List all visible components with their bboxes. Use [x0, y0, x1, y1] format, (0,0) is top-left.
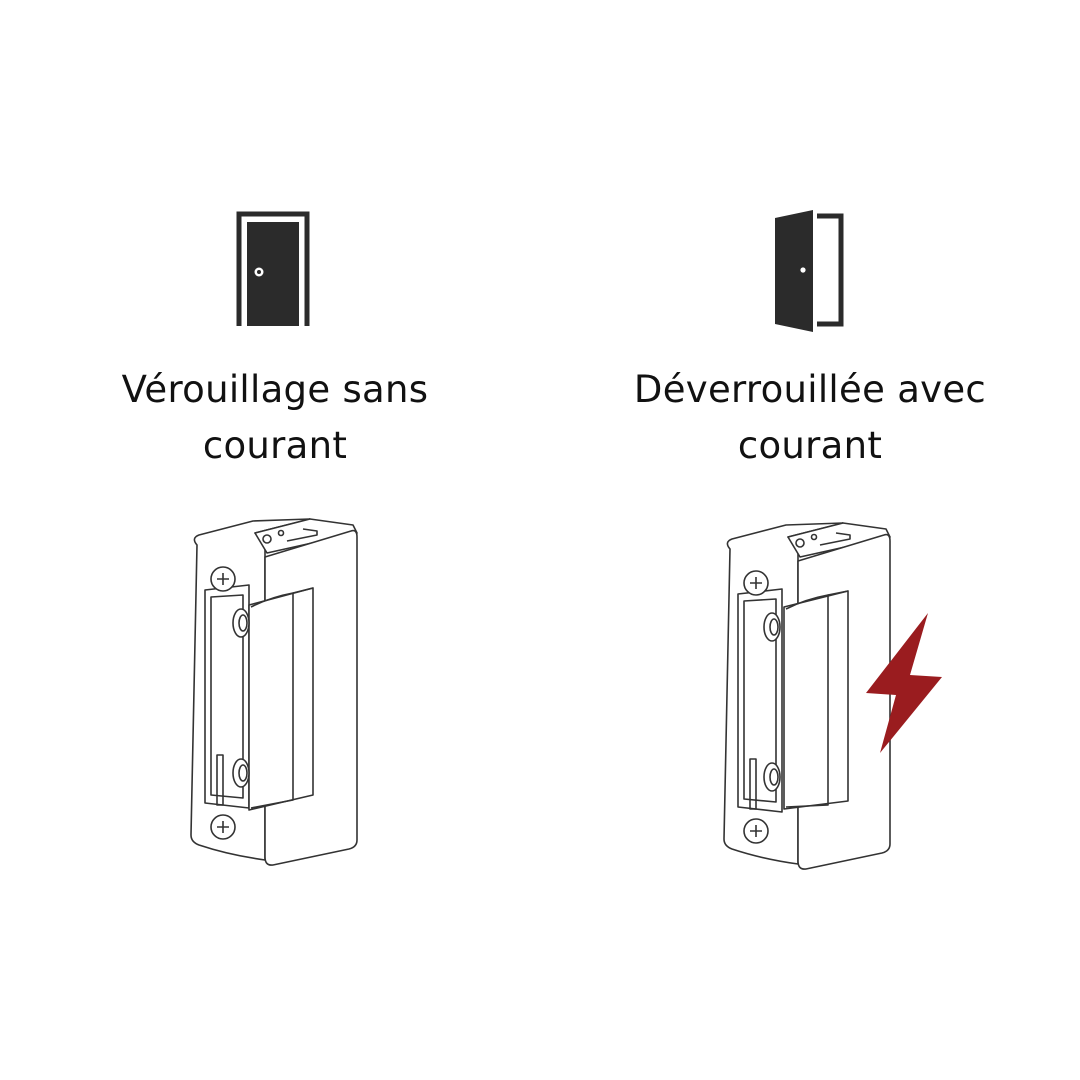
- electric-strike-icon: [540, 505, 1080, 875]
- unlocked-caption-line1: Déverrouillée avec: [633, 368, 987, 411]
- electric-strike-icon: [5, 505, 545, 875]
- closed-door-icon: [5, 202, 545, 337]
- unlocked-panel: Déverrouillée avec courant: [540, 0, 1080, 1080]
- lightning-bolt-icon: [866, 613, 942, 753]
- locked-caption-line1: Vérouillage sans: [121, 368, 429, 411]
- unlocked-caption-line2: courant: [737, 424, 883, 467]
- open-door-icon: [540, 202, 1080, 337]
- locked-panel: Vérouillage sans courant: [5, 0, 545, 1080]
- unlocked-caption: Déverrouillée avec courant: [540, 362, 1080, 474]
- locked-caption-line2: courant: [202, 424, 348, 467]
- locked-caption: Vérouillage sans courant: [5, 362, 545, 474]
